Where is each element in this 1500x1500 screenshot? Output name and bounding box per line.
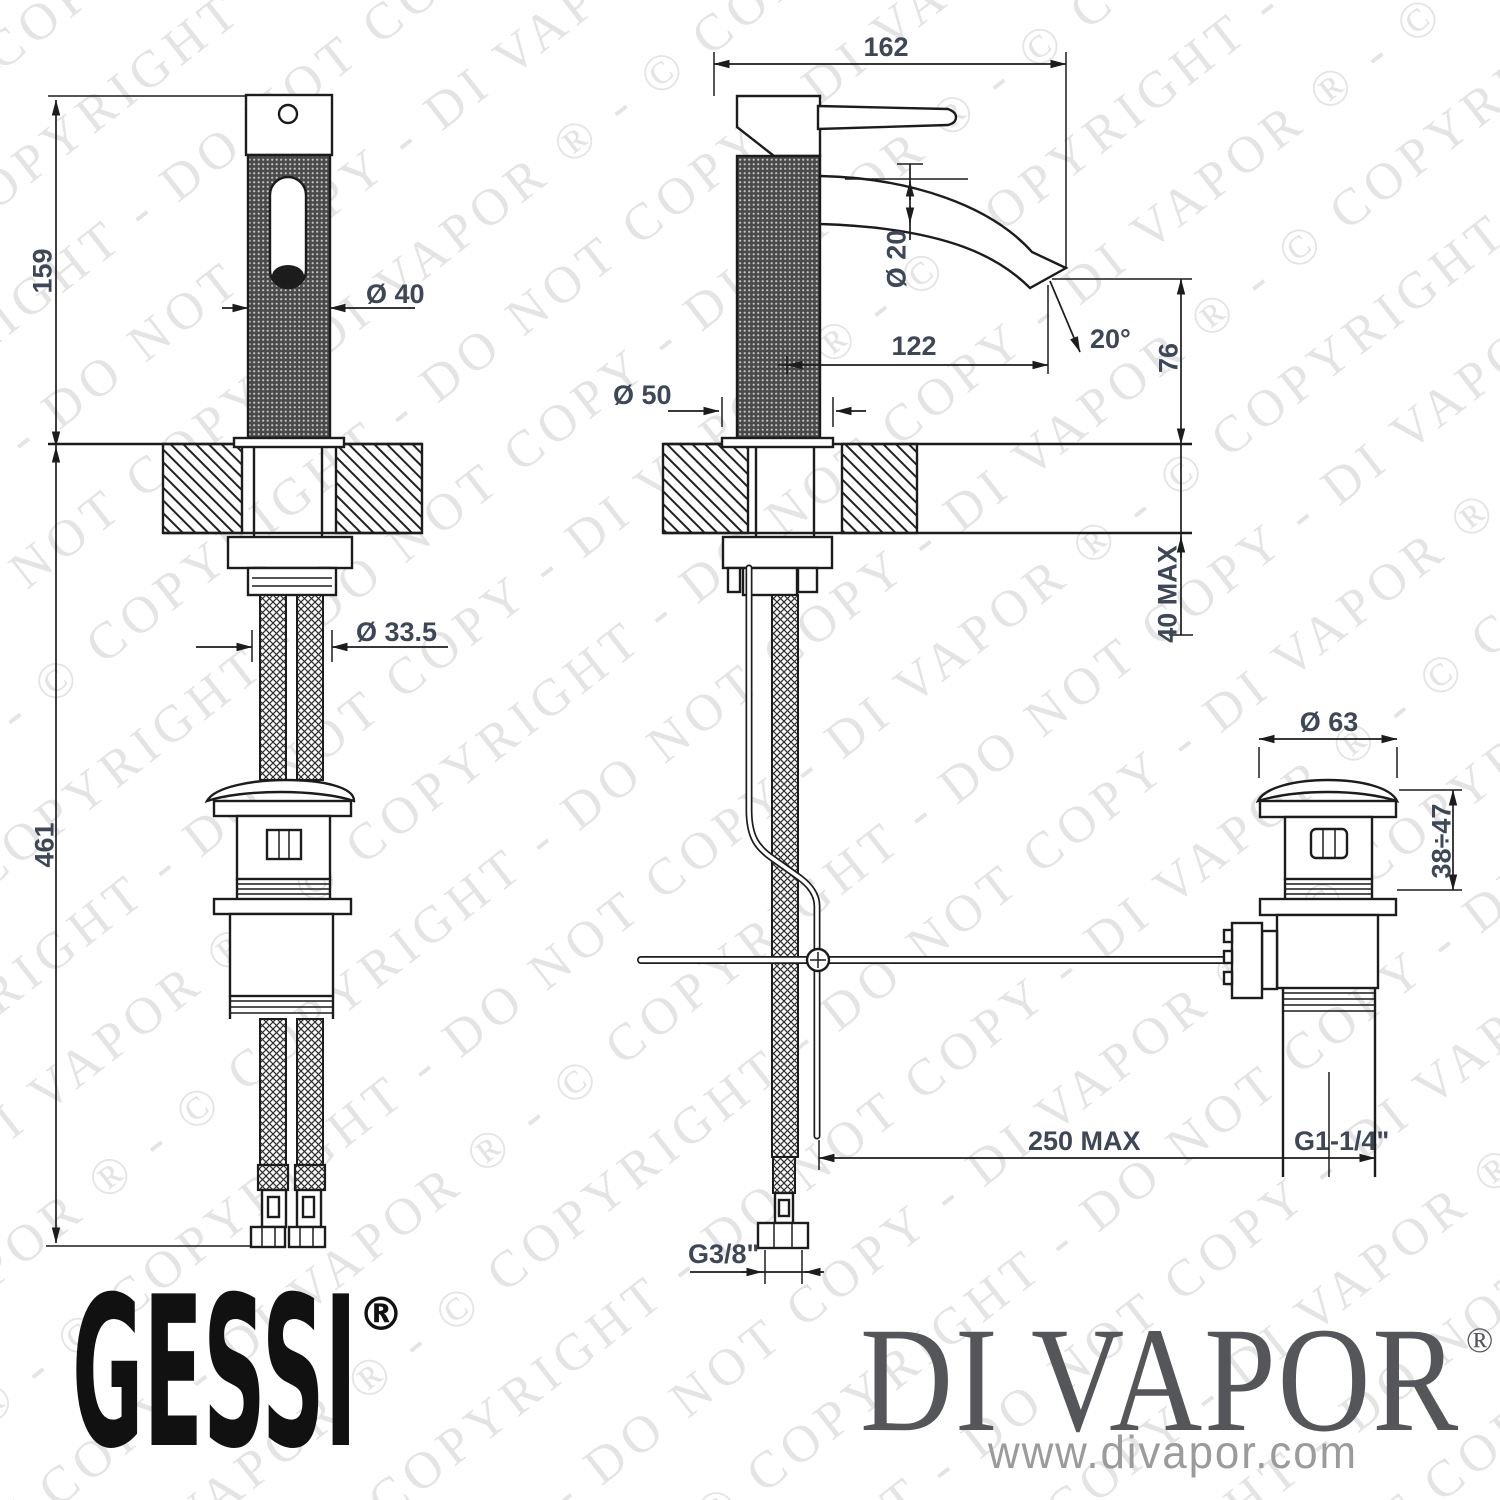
dim-angle-label: 20° xyxy=(1090,324,1131,354)
angle-leader xyxy=(1049,280,1081,353)
dim-g38-label: G3/8" xyxy=(688,1239,759,1269)
dim-76-label: 76 xyxy=(1153,343,1183,373)
dim-front-total-label: 461 xyxy=(29,822,59,867)
mount-flange-side xyxy=(721,535,834,570)
dim-g114-label: G1-1/4" xyxy=(1294,1126,1389,1156)
dim-d50-label: Ø 50 xyxy=(613,380,672,410)
divapor-logo: DI VAPOR xyxy=(860,1297,1460,1463)
waste-flange2-front xyxy=(212,897,353,916)
mount-shank xyxy=(246,566,338,597)
waste-cap-front xyxy=(204,778,356,804)
waste-body1 xyxy=(1283,815,1374,881)
nut-tooth xyxy=(1222,970,1234,986)
waste-thread1-front xyxy=(235,879,332,899)
deck-hatch-side-left xyxy=(661,442,750,535)
dim-162-label: 162 xyxy=(863,32,908,62)
website-url: www.divapor.com xyxy=(987,1426,1358,1478)
waste-flange2 xyxy=(1258,897,1398,917)
dim-d335-label: Ø 33.5 xyxy=(356,617,437,647)
waste-flange1-front xyxy=(212,799,353,818)
dim-front-height-label: 159 xyxy=(27,248,57,293)
drain-detail-view: Ø 63 38 xyxy=(1222,707,1462,1177)
deck-hatch-left xyxy=(161,442,244,535)
slot-lever-end xyxy=(272,265,304,287)
knurled-body-side xyxy=(735,154,822,440)
gessi-registered-mark: ® xyxy=(358,1287,404,1341)
dim-d20-label: Ø 20 xyxy=(881,230,911,289)
deck-hatch-side-right xyxy=(840,442,919,535)
hose-nut-side xyxy=(756,1221,810,1250)
supply-hose-left xyxy=(259,594,287,781)
spout xyxy=(818,174,1069,290)
hose-collar-right xyxy=(293,1163,327,1192)
divapor-registered-mark: ® xyxy=(1466,1320,1495,1360)
dim-d63-label: Ø 63 xyxy=(1300,707,1359,737)
lower-hose-right xyxy=(296,1018,324,1166)
dim-40max-label: 40 MAX xyxy=(1152,545,1182,643)
mount-tab-side-right xyxy=(796,566,819,594)
waste-thread1 xyxy=(1283,879,1374,899)
mount-tab-side-left xyxy=(726,566,742,594)
fitting-slot-side xyxy=(777,1198,791,1218)
waste-thread2-front xyxy=(228,996,335,1019)
lower-hose-left xyxy=(259,1018,287,1166)
fitting-slot-left xyxy=(266,1195,281,1219)
front-view: 159 461 Ø 40 xyxy=(27,93,448,1249)
body-slot xyxy=(268,175,308,290)
waste-body2-front xyxy=(228,912,335,998)
hose-nut-right xyxy=(287,1225,327,1249)
waste-cap xyxy=(1255,778,1400,803)
waste-window xyxy=(1309,827,1349,860)
deck-hatch-right xyxy=(334,442,424,535)
side-view: 162 Ø 20 122 xyxy=(613,32,1389,1284)
waste-tee-body xyxy=(1275,913,1380,990)
hose-collar-left xyxy=(256,1163,290,1192)
supply-hose-right xyxy=(296,594,324,781)
hose-nut-left xyxy=(249,1225,287,1249)
handle-hole xyxy=(277,103,299,125)
dim-d40-label: Ø 40 xyxy=(366,279,425,309)
dim-250-label: 250 MAX xyxy=(1028,1126,1141,1156)
dim-range-label: 38÷47 xyxy=(1426,804,1456,879)
waste-window-front xyxy=(265,828,303,861)
handle-lever xyxy=(816,104,958,131)
hose-neck-side xyxy=(772,1156,796,1194)
nut-tooth xyxy=(1222,928,1234,944)
gessi-logo: GESSI xyxy=(72,1253,357,1495)
fitting-slot-right xyxy=(301,1195,316,1219)
waste-tailpipe xyxy=(1281,988,1377,1177)
base-flange-side xyxy=(720,436,835,449)
waste-flange1 xyxy=(1258,799,1398,819)
dim-122-label: 122 xyxy=(891,331,936,361)
popup-rod xyxy=(745,564,821,1140)
handle-plate-side xyxy=(735,94,822,158)
mount-flange xyxy=(226,535,354,570)
waste-branch-neck xyxy=(1260,929,1279,991)
branding: GESSI ® DI VAPOR ® www.divapor.com xyxy=(72,1253,1495,1495)
waste-castellated-nut xyxy=(1230,921,1264,1000)
nut-tooth xyxy=(1222,949,1234,965)
base-flange xyxy=(232,436,346,449)
